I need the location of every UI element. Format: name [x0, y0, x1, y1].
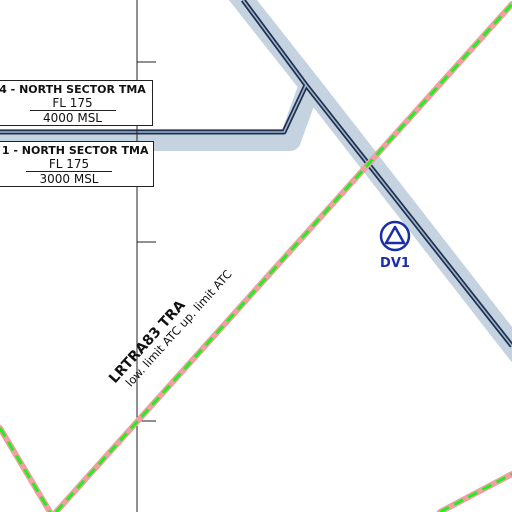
navaid-triangle-icon: [384, 225, 406, 245]
tra-boundary-diagonal: [54, 2, 512, 512]
sector-lower-limit: 4000 MSL: [42, 111, 102, 125]
sector-upper-limit: FL 175: [48, 157, 90, 171]
sector-upper-limit: FL 175: [52, 96, 93, 110]
tra-boundary-left: [0, 427, 52, 512]
sector-lower-limit: 3000 MSL: [39, 172, 99, 186]
navaid-symbol[interactable]: DV1: [379, 220, 411, 271]
tra-label: LRTRA83 TRA low. limit ATC up. limit ATC: [106, 267, 235, 389]
sector-name: 4 - NORTH SECTOR TMA: [0, 83, 146, 96]
sector-box-4[interactable]: 4 - NORTH SECTOR TMA FL 175 4000 MSL: [0, 80, 153, 126]
limit-divider: [29, 110, 116, 111]
limit-divider: [26, 171, 112, 172]
navaid-ident: DV1: [380, 256, 410, 271]
route-line-upper-inner: [0, 0, 307, 133]
tra-boundary-bottom-right: [439, 472, 512, 512]
route-line-main-inner: [305, 84, 512, 347]
sector-box-1[interactable]: K 1 - NORTH SECTOR TMA FL 175 3000 MSL: [0, 141, 154, 187]
vertical-reference-line: [136, 0, 156, 512]
sector-name: K 1 - NORTH SECTOR TMA: [0, 144, 149, 157]
